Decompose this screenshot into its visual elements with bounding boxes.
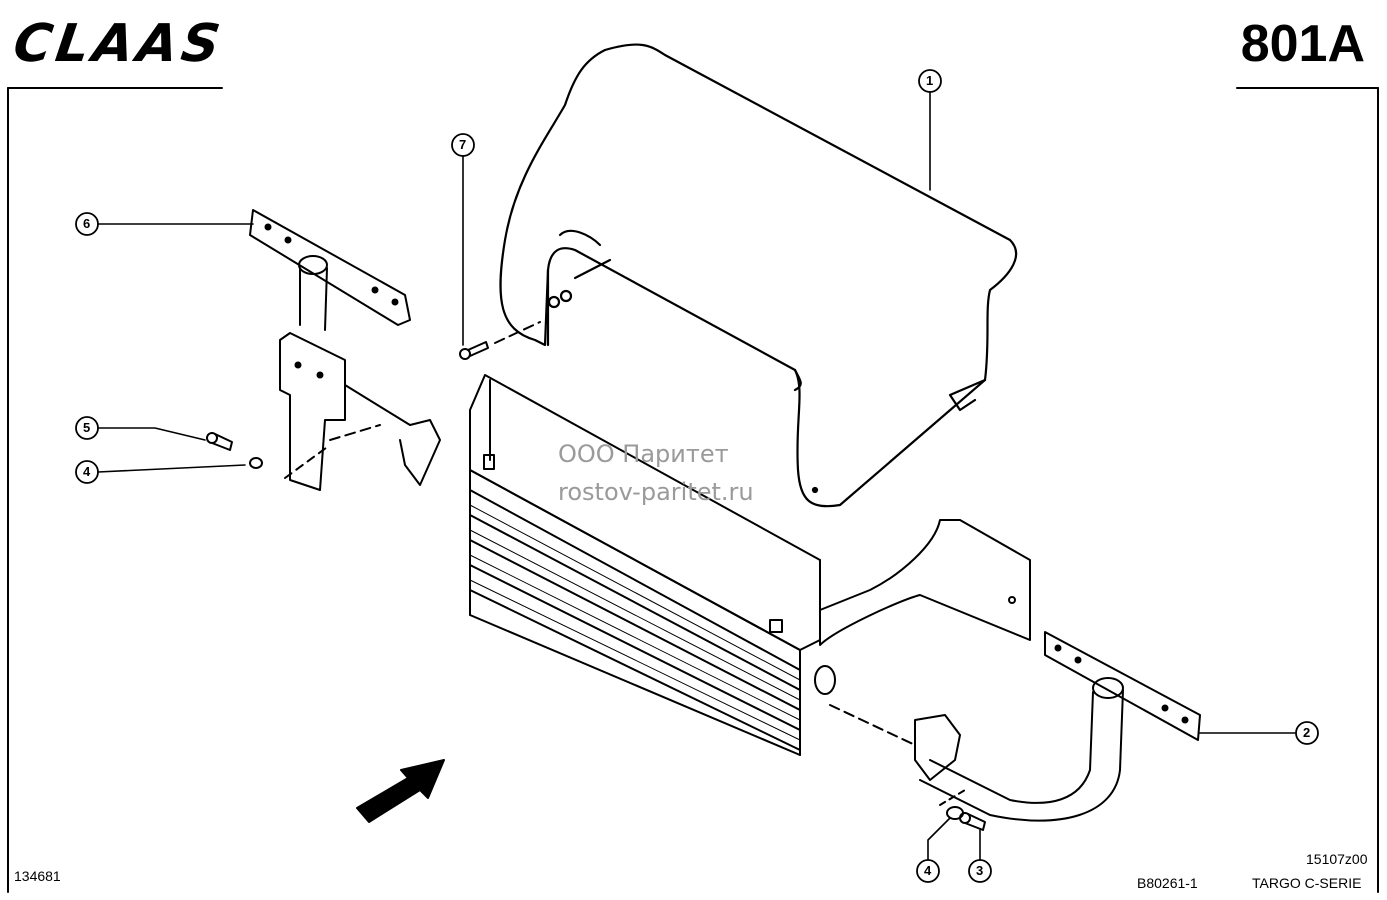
callout-label: 7 (459, 137, 467, 152)
page-code: 801A (1240, 15, 1365, 73)
callout-circles (75, 69, 1319, 883)
callout-circle-3 (968, 859, 992, 883)
callout-circle-4-right (916, 859, 940, 883)
footer-drawing-code: 15107z00 (1306, 851, 1368, 867)
callout-circle-6 (75, 212, 99, 236)
callout-label: 2 (1303, 725, 1311, 740)
radiator-grille (469, 374, 1031, 756)
watermark-company: ООО Паритет (558, 440, 729, 468)
cover-hood-part (499, 43, 1018, 508)
callout-label: 6 (83, 216, 91, 231)
bolt-part-7 (459, 321, 541, 360)
right-mount-bracket (829, 631, 1201, 822)
callout-label: 1 (926, 73, 934, 88)
callout-label: 4 (924, 863, 932, 878)
left-bolt-washer (206, 432, 263, 469)
callout-label: 3 (976, 863, 984, 878)
callout-label: 4 (83, 464, 91, 479)
callout-circle-1 (918, 69, 942, 93)
callout-circle-5 (75, 416, 99, 440)
left-mount-bracket (249, 209, 441, 491)
callout-leaders (97, 91, 1296, 861)
brand-logo: CLAAS (9, 14, 228, 74)
callout-label: 5 (83, 420, 91, 435)
right-bolt-washer (946, 806, 986, 831)
watermark-url: rostov-paritet.ru (558, 478, 754, 506)
callout-circle-2 (1295, 721, 1319, 745)
callout-circle-4-left (75, 460, 99, 484)
footer-left-code: 134681 (14, 868, 61, 884)
callout-circle-7 (451, 133, 475, 157)
frame-lines (7, 87, 1379, 893)
footer-series: TARGO C-SERIE (1252, 875, 1362, 891)
footer-part-code: B80261-1 (1137, 875, 1198, 891)
direction-arrow-icon (356, 759, 445, 823)
